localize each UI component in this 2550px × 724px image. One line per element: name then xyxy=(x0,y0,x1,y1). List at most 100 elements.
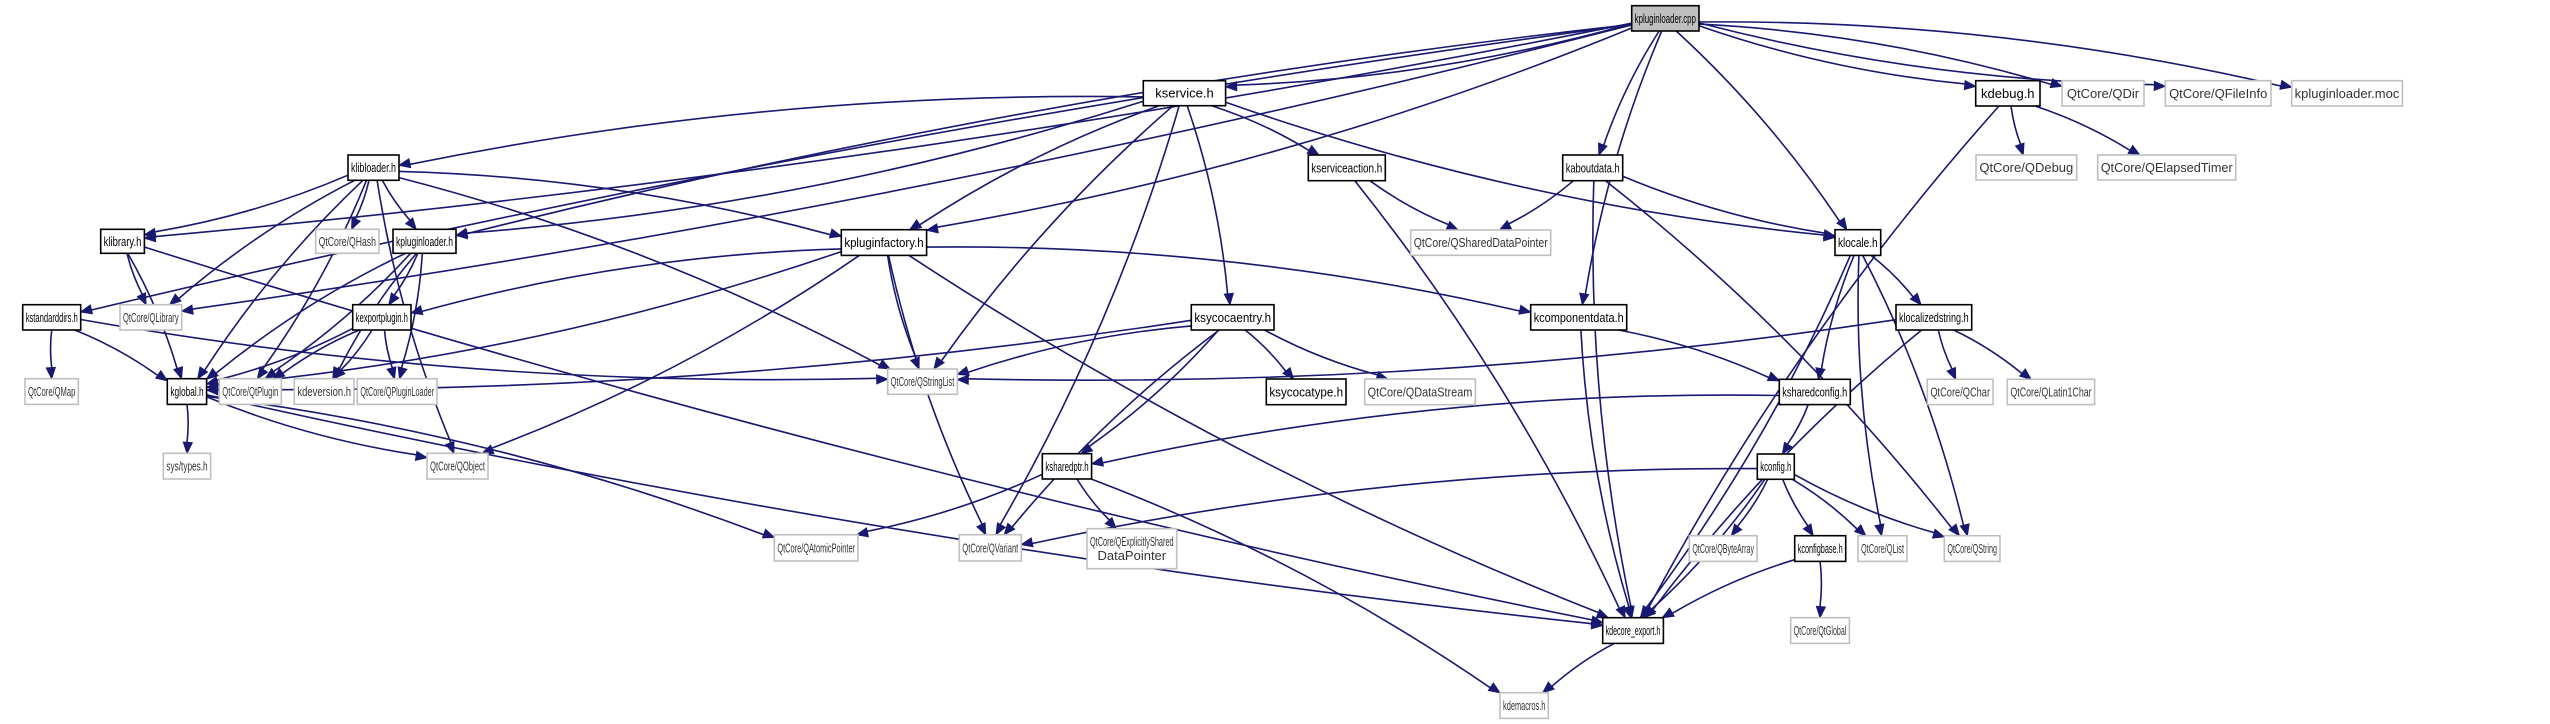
arrowhead-qstringlist xyxy=(877,359,892,370)
arrowhead-qtglobal xyxy=(1815,605,1827,620)
node-label: klibrary.h xyxy=(104,234,142,249)
node-qtglobal: QtCore/QtGlobal xyxy=(1789,616,1851,645)
arrowhead-qdebug xyxy=(2014,142,2025,157)
node-label: kdecore_export.h xyxy=(1606,623,1661,638)
arrowhead-qtplugin xyxy=(264,367,278,380)
edge-kconfig_h-to-kconfigbase_h xyxy=(1781,479,1809,527)
node-kpluginloader-h[interactable]: kpluginloader.h xyxy=(392,228,457,255)
node-klibloader-h[interactable]: klibloader.h xyxy=(347,154,400,182)
arrowhead-ksharedconfig_h xyxy=(1766,371,1781,382)
node-qvariant: QtCore/QVariant xyxy=(958,533,1023,562)
node-kdebug-h[interactable]: kdebug.h xyxy=(1974,79,2041,107)
arrowhead-kdemacros_h xyxy=(1487,682,1502,694)
arrowhead-kpluginfactory_h xyxy=(828,228,843,239)
node-label: klocalizedstring.h xyxy=(1899,310,1969,325)
node-klocalizedstring-h[interactable]: klocalizedstring.h xyxy=(1895,303,1973,331)
node-ksharedptr-h[interactable]: ksharedptr.h xyxy=(1041,452,1093,480)
node-kserviceaction-h[interactable]: kserviceaction.h xyxy=(1307,154,1387,182)
node-box xyxy=(1561,154,1624,182)
node-kpluginloader-cpp[interactable]: kpluginloader.cpp xyxy=(1630,4,1700,32)
arrowhead-kdebug_h xyxy=(1963,79,1978,91)
arrowhead-qvariant xyxy=(976,522,987,536)
arrowhead-kpluginfactory_h xyxy=(925,223,939,234)
node-kconfig-h[interactable]: kconfig.h xyxy=(1756,453,1796,481)
node-label: QtCore/QDir xyxy=(2067,86,2140,101)
arrowhead-qshareddatapointer xyxy=(1445,220,1460,231)
node-label: kconfigbase.h xyxy=(1798,541,1843,556)
edge-kservice_h-to-klibloader_h xyxy=(409,95,1144,166)
node-box xyxy=(2164,79,2272,107)
node-ksycocaentry-h[interactable]: ksycocaentry.h xyxy=(1190,303,1275,331)
arrowhead-qstringlist xyxy=(956,365,970,376)
edge-kaboutdata_h-to-qshareddatapointer xyxy=(1508,180,1575,225)
node-kexportplugin-h[interactable]: kexportplugin.h xyxy=(351,303,412,331)
edge-kpluginloader_cpp-to-kstandarddirs_h xyxy=(91,23,1632,311)
node-label: QtCore/QByteArray xyxy=(1692,541,1754,556)
node-label: klibloader.h xyxy=(351,160,396,175)
arrowhead-kservice_h xyxy=(1224,81,1238,92)
node-label: ksharedptr.h xyxy=(1045,459,1088,474)
arrowhead-qlist xyxy=(1874,523,1885,538)
node-label: kdemacros.h xyxy=(1503,698,1545,713)
edge-kservice_h-to-kpluginfactory_h xyxy=(919,104,1160,226)
node-box xyxy=(1895,303,1973,331)
node-kconfigbase-h[interactable]: kconfigbase.h xyxy=(1793,534,1847,563)
node-kservice-h[interactable]: kservice.h xyxy=(1142,79,1227,107)
edge-ksharedptr_h-to-qatomicpointer xyxy=(867,473,1043,533)
arrowhead-kdemacros_h xyxy=(1541,681,1555,694)
node-klibrary-h[interactable]: klibrary.h xyxy=(99,228,146,255)
arrowhead-klocale_h xyxy=(1836,217,1848,231)
arrowhead-kconfigbase_h xyxy=(1802,523,1814,537)
arrowhead-kpluginloader_moc xyxy=(2279,79,2293,90)
node-ksycocatype-h[interactable]: ksycocatype.h xyxy=(1265,378,1347,406)
node-box xyxy=(314,228,380,255)
node-label: QtCore/QSharedDataPointer xyxy=(1414,235,1549,250)
arrowhead-kserviceaction_h xyxy=(1306,144,1321,156)
edge-kglobal_h-to-qatomicpointer xyxy=(206,395,764,536)
edge-kcomponentdata_h-to-kdecore_export_h xyxy=(1580,329,1630,608)
node-kglobal-h[interactable]: kglobal.h xyxy=(166,377,208,406)
node-label: QtCore/QPluginLoader xyxy=(360,384,434,399)
edge-kdebug_h-to-qdebug xyxy=(2010,105,2022,145)
edge-kcomponentdata_h-to-ksharedconfig_h xyxy=(1618,329,1770,379)
edge-kstandarddirs_h-to-kglobal_h xyxy=(74,329,159,377)
node-kaboutdata-h[interactable]: kaboutdata.h xyxy=(1561,154,1624,182)
edge-kpluginloader_cpp-to-qlibrary xyxy=(192,24,1632,310)
node-systypes-h: sys/types.h xyxy=(162,452,212,480)
arrowhead-ksharedconfig_h xyxy=(1815,367,1826,381)
arrowhead-ksharedptr_h xyxy=(1090,456,1105,467)
node-label: kcomponentdata.h xyxy=(1534,310,1624,325)
arrowhead-kdecore_export_h xyxy=(1615,605,1626,619)
node-kcomponentdata-h[interactable]: kcomponentdata.h xyxy=(1529,303,1628,331)
edge-klocale_h-to-klocalizedstring_h xyxy=(1870,254,1914,298)
node-box xyxy=(958,533,1023,562)
arrowhead-qlist xyxy=(1853,524,1867,537)
edge-klocalizedstring_h-to-qstringlist xyxy=(968,318,1897,381)
arrowhead-kglobal_h xyxy=(196,366,209,380)
arrowhead-kpluginfactory_h xyxy=(908,219,923,231)
node-qobject: QtCore/QObject xyxy=(426,452,489,480)
node-box xyxy=(1529,303,1628,331)
node-qstringlist: QtCore/QStringList xyxy=(886,368,959,396)
node-kpluginfactory-h[interactable]: kpluginfactory.h xyxy=(840,228,928,257)
arrowhead-kcomponentdata_h xyxy=(1518,304,1532,315)
edge-kstandarddirs_h-to-qmap xyxy=(49,329,53,368)
node-box xyxy=(1409,229,1552,257)
node-label: kconfig.h xyxy=(1760,459,1791,474)
edge-kdecore_export_h-to-kdemacros_h xyxy=(1551,642,1615,688)
arrowhead-qlibrary xyxy=(168,293,182,306)
arrowhead-kdecore_export_h xyxy=(1661,607,1675,619)
node-klocale-h[interactable]: klocale.h xyxy=(1834,228,1882,257)
edge-ksharedconfig_h-to-kconfig_h xyxy=(1786,404,1809,445)
arrowhead-qvariant xyxy=(1020,537,1034,548)
arrowhead-klocale_h xyxy=(1822,228,1837,240)
arrowhead-qatomicpointer xyxy=(855,527,870,538)
node-ksharedconfig-h[interactable]: ksharedconfig.h xyxy=(1778,378,1852,406)
node-kdecore-export-h[interactable]: kdecore_export.h xyxy=(1601,616,1665,645)
node-label: ksycocatype.h xyxy=(1269,384,1343,399)
node-label: QtCore/QObject xyxy=(430,459,485,474)
node-kstandarddirs-h[interactable]: kstandarddirs.h xyxy=(21,303,82,331)
node-label: kserviceaction.h xyxy=(1311,160,1382,175)
node-box xyxy=(392,228,457,255)
